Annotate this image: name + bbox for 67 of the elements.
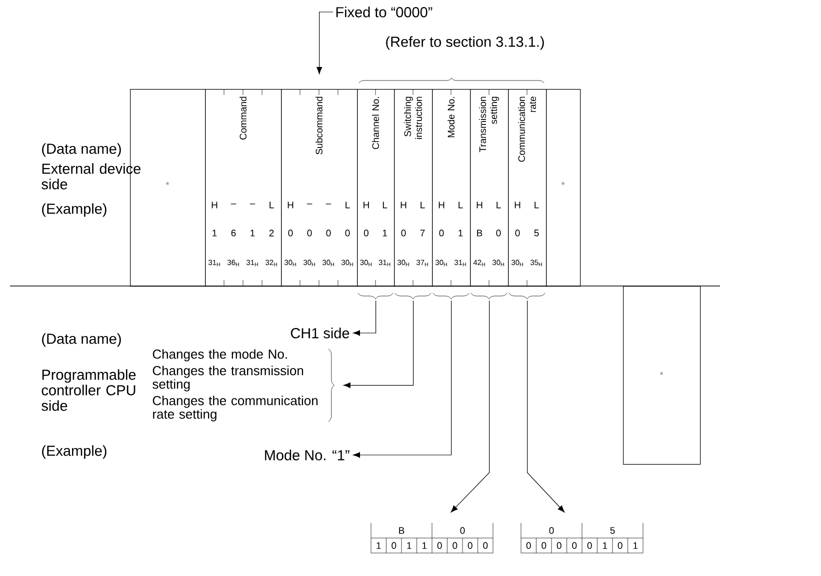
data-column <box>281 88 358 287</box>
cell-text: 1 <box>212 230 217 236</box>
data-column <box>508 88 547 287</box>
arrow <box>527 300 565 512</box>
cell-text: 0 <box>345 230 350 236</box>
cell-text: L <box>382 202 388 208</box>
row-label: (Example) <box>42 203 106 217</box>
cell-text: 0 <box>364 230 368 236</box>
row-label: Programmable controller CPU side <box>42 369 136 411</box>
cell-text: 0 <box>307 230 312 236</box>
cell-text: H <box>514 202 520 208</box>
cell-text: 0 <box>496 230 501 236</box>
row-label: (Data name) <box>42 333 121 347</box>
callout-text: Fixed to “0000” <box>336 6 432 18</box>
data-column <box>394 88 433 287</box>
cell-text: L <box>534 202 539 208</box>
cell-text: H <box>400 202 406 208</box>
row-label: (Example) <box>42 445 106 459</box>
cell-text: H <box>288 202 294 208</box>
callout-text: Mode No. “1” <box>265 450 350 460</box>
asterisk-box: * <box>623 286 701 465</box>
column-heading: Transmission setting <box>479 96 499 152</box>
cell-text: 0 <box>326 230 331 236</box>
data-column <box>205 88 282 287</box>
cell-text: 7 <box>420 230 425 236</box>
arrow <box>352 300 376 336</box>
column-heading: Command <box>240 96 246 140</box>
cell-text: 0 <box>288 230 293 236</box>
cell-text: H <box>476 202 482 208</box>
cell-text: 5 <box>534 230 539 236</box>
asterisk-cell <box>546 89 581 287</box>
bit-table: 0 5 0 0 0 0 0 1 0 1 <box>520 522 644 554</box>
cell-text: H <box>438 202 444 208</box>
column-heading: Switching instruction <box>404 96 422 139</box>
data-column <box>357 88 395 287</box>
cell-text: B <box>477 230 482 236</box>
row-label: (Refer to section 3.13.1.) <box>386 36 544 50</box>
arrow <box>316 12 334 74</box>
cell-text: 1 <box>250 230 255 236</box>
cell-text: 6 <box>231 230 236 236</box>
data-column <box>470 88 509 287</box>
cell-text: L <box>458 202 463 208</box>
arrow <box>343 300 414 388</box>
cell-text: H <box>364 202 369 208</box>
cell-text: 0 <box>401 230 406 236</box>
column-heading: Mode No. <box>448 97 454 138</box>
callout-text: CH1 side <box>290 328 350 338</box>
arrow <box>450 300 490 512</box>
cell-text: 1 <box>458 230 463 236</box>
data-column <box>432 88 471 287</box>
cell-text: L <box>420 202 425 208</box>
cell-text: 1 <box>382 230 387 236</box>
bit-table: B 0 1 0 1 1 0 0 0 0 <box>370 522 494 554</box>
column-heading: Subcommand <box>316 96 322 154</box>
asterisk: * <box>561 182 565 186</box>
cell-text: H <box>212 202 218 208</box>
cell-text: L <box>346 202 350 208</box>
asterisk: * <box>166 182 170 186</box>
note-list: Changes the mode No. Changes the transmission setting Changes the communication rate setting <box>152 349 318 422</box>
cell-text: 0 <box>439 230 444 236</box>
column-heading: Communication rate <box>518 96 536 162</box>
arrow <box>352 300 452 458</box>
cell-text: L <box>270 202 274 208</box>
column-heading: Channel No. <box>372 97 379 150</box>
cell-text: L <box>496 202 501 208</box>
cell-text: 0 <box>515 230 520 236</box>
cell-text: 2 <box>269 230 274 236</box>
